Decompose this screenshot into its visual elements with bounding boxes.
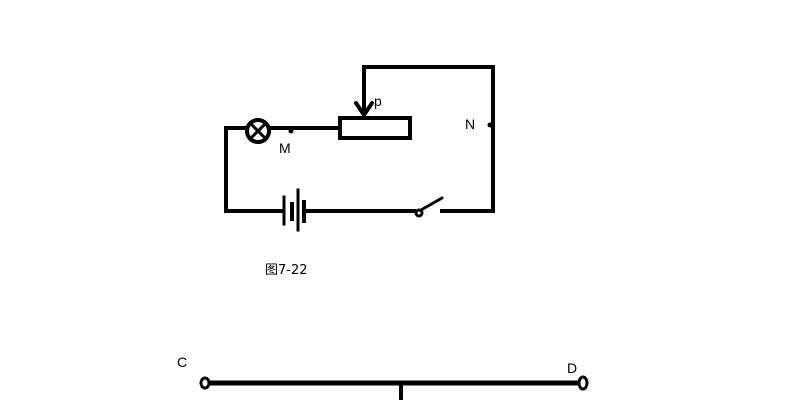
figure-caption: 图7-22 bbox=[265, 263, 308, 278]
line-cd bbox=[199, 375, 589, 400]
slider-arrowhead bbox=[354, 101, 374, 117]
circuit-figure bbox=[224, 65, 495, 232]
point-n-dot bbox=[487, 122, 493, 128]
open-switch-icon bbox=[414, 196, 444, 218]
point-n-label: N bbox=[465, 116, 475, 132]
battery-icon bbox=[282, 188, 306, 232]
point-m-label: M bbox=[279, 140, 291, 156]
slider-label: p bbox=[374, 93, 382, 109]
endpoint-d bbox=[577, 375, 589, 391]
endpoint-c bbox=[199, 376, 211, 390]
slider-wire bbox=[362, 65, 495, 116]
lamp-icon bbox=[245, 118, 271, 144]
point-m-dot bbox=[288, 128, 294, 134]
rheostat-body bbox=[338, 116, 412, 140]
point-c-label: C bbox=[177, 354, 187, 370]
point-d-label: D bbox=[567, 360, 577, 376]
